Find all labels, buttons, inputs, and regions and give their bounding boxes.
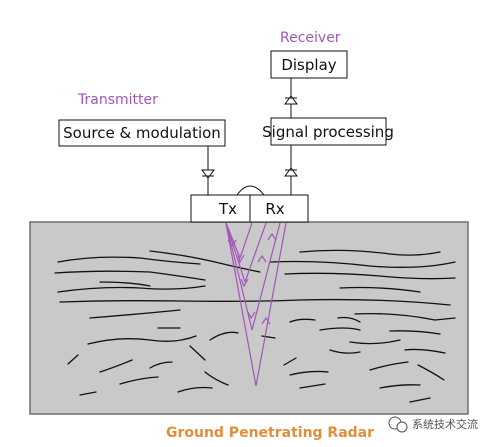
wave-arrow-icon	[247, 311, 256, 320]
diagram-caption: Ground Penetrating Radar	[166, 425, 374, 441]
up-arrow-icon	[284, 95, 298, 105]
receiver-label: Receiver	[280, 30, 341, 46]
wave-arrow-icon	[227, 239, 237, 248]
wave-arrow-icon	[261, 316, 271, 325]
wave-arrow-icon	[237, 253, 245, 264]
wave-arrow-icon	[257, 254, 267, 263]
connector-source-to-tx	[201, 146, 215, 195]
radar-wave-paths	[225, 222, 287, 387]
rx-label: Rx	[265, 200, 284, 218]
wechat-logo-icon	[388, 416, 408, 433]
ground-strata	[54, 249, 456, 403]
up-arrow-icon	[284, 167, 298, 177]
wave-arrow-icon	[240, 278, 249, 288]
source-modulation-label: Source & modulation	[63, 124, 221, 142]
signal-processing-label: Signal processing	[262, 123, 394, 141]
watermark-text: 系统技术交流	[412, 417, 478, 431]
down-arrow-icon	[201, 169, 215, 179]
tx-label: Tx	[218, 200, 237, 218]
connector-rx-to-signal	[284, 145, 298, 195]
signal-processing-box	[270, 117, 387, 146]
display-box	[270, 50, 348, 79]
transmitter-label: Transmitter	[77, 92, 158, 108]
connector-signal-to-display	[284, 78, 298, 118]
antenna-coupling-arc	[236, 185, 265, 196]
wave-arrow-icon	[267, 232, 277, 241]
source-modulation-box	[58, 119, 226, 147]
display-label: Display	[281, 56, 336, 74]
